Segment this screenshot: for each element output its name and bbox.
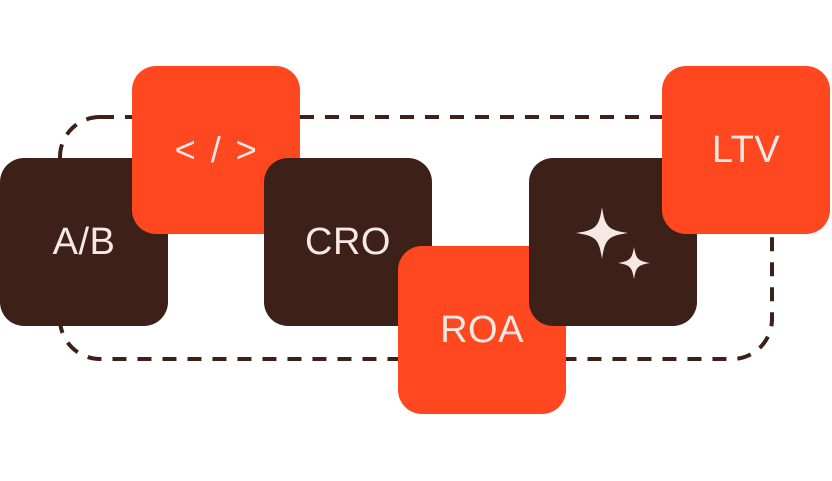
- roa-label: ROA: [440, 308, 524, 351]
- sparkle-icon: [576, 207, 650, 279]
- ab-test-label: A/B: [52, 220, 116, 263]
- cro-label: CRO: [305, 220, 391, 263]
- code-label: < / >: [174, 129, 258, 170]
- ltv-tile: LTV: [662, 66, 830, 234]
- ab-test-tile: A/B: [0, 158, 168, 326]
- ltv-label: LTV: [711, 128, 781, 171]
- roa-tile: ROA: [398, 246, 566, 414]
